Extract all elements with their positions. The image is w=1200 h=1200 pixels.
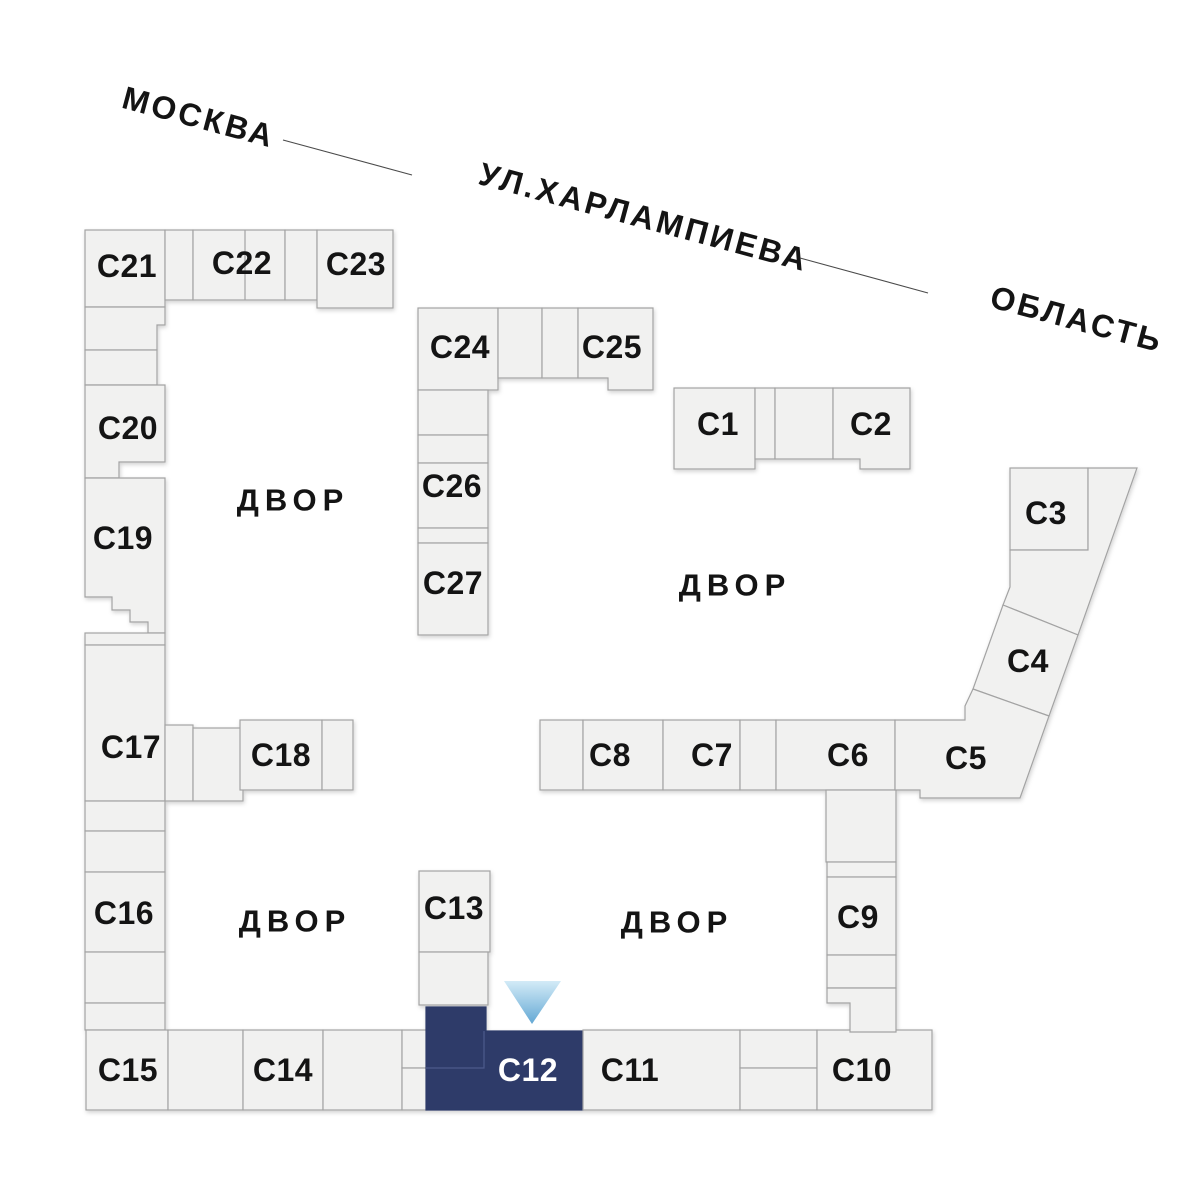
building-c1[interactable] <box>673 387 756 470</box>
building-segment <box>84 800 166 832</box>
building-label-c5: С5 <box>945 740 987 776</box>
building-c23[interactable] <box>316 229 394 309</box>
building-label-c19: С19 <box>93 520 153 556</box>
building-c22[interactable] <box>192 229 286 301</box>
building-c24[interactable] <box>417 307 499 391</box>
building-segment <box>826 861 897 878</box>
building-segment <box>417 389 489 436</box>
building-segment <box>497 307 543 379</box>
building-c13[interactable] <box>418 870 491 953</box>
building-segment <box>84 306 166 351</box>
building-label-c10: С10 <box>832 1052 892 1088</box>
building-segment <box>84 830 166 873</box>
building-c10[interactable] <box>816 1029 933 1111</box>
courtyard-labels: ДВОР ДВОР ДВОР ДВОР <box>237 483 792 940</box>
building-label-c9: С9 <box>837 899 879 935</box>
building-segment <box>739 1067 818 1111</box>
building-segment <box>401 1067 428 1111</box>
building-label-c7: С7 <box>691 737 733 773</box>
building-label-c20: С20 <box>98 410 158 446</box>
building-segment <box>84 951 166 1004</box>
building-label-c24: С24 <box>430 329 490 365</box>
building-segment <box>284 229 318 301</box>
building-c11[interactable] <box>582 1029 741 1111</box>
building-label-c3: С3 <box>1025 495 1067 531</box>
building-segment <box>322 1029 403 1111</box>
building-segment <box>418 951 489 1006</box>
building-label-c13: С13 <box>424 890 484 926</box>
building-c27[interactable] <box>417 542 489 636</box>
street-connector-line <box>799 257 929 294</box>
street-city-label: МОСКВА <box>119 79 280 154</box>
building-segment <box>401 1029 428 1069</box>
building-segment <box>417 527 489 544</box>
building-label-c1: С1 <box>697 406 739 442</box>
building-segment <box>826 987 897 1033</box>
building-divider-line <box>426 1031 485 1069</box>
building-segment <box>164 229 194 301</box>
building-segment <box>826 954 897 989</box>
building-label-c17: С17 <box>101 729 161 765</box>
building-segment <box>774 387 834 460</box>
building-c8[interactable] <box>582 719 664 791</box>
building-segment <box>541 307 579 379</box>
building-label-c26: С26 <box>422 468 482 504</box>
building-label-c11: С11 <box>601 1052 659 1088</box>
building-label-c27: С27 <box>423 565 483 601</box>
building-c6[interactable] <box>775 719 896 791</box>
building-segment <box>417 434 489 464</box>
building-segment <box>739 1029 818 1069</box>
building-label-c22: С22 <box>212 245 272 281</box>
building-segment <box>167 1029 244 1111</box>
building-c21[interactable] <box>84 229 166 308</box>
courtyard-label: ДВОР <box>237 483 350 518</box>
courtyard-label: ДВОР <box>239 904 352 939</box>
building-label-c18: С18 <box>251 737 311 773</box>
building-c18[interactable] <box>239 719 323 791</box>
building-c2[interactable] <box>832 387 911 470</box>
building-c17[interactable] <box>84 644 166 802</box>
building-c26[interactable] <box>417 462 489 529</box>
building-segment <box>84 349 158 386</box>
street-region-label: ОБЛАСТЬ <box>987 279 1168 360</box>
building-c7[interactable] <box>662 719 741 791</box>
building-label-c4: С4 <box>1007 643 1049 679</box>
building-c19[interactable] <box>84 477 166 634</box>
building-label-c12: С12 <box>498 1052 558 1088</box>
building-c15[interactable] <box>85 1029 169 1111</box>
building-c3[interactable] <box>1009 467 1089 551</box>
building-segment <box>739 719 777 791</box>
building-label-c25: С25 <box>582 329 642 365</box>
building-segment <box>84 632 166 646</box>
building-c25[interactable] <box>577 307 654 391</box>
building-c5[interactable] <box>894 688 1050 799</box>
building-label-c2: С2 <box>850 406 892 442</box>
building-label-c14: С14 <box>253 1052 313 1088</box>
building-label-c16: С16 <box>94 895 154 931</box>
courtyard-label: ДВОР <box>679 568 792 603</box>
building-label-c8: С8 <box>589 737 631 773</box>
street-connector-line <box>282 139 413 176</box>
building-segment <box>192 727 244 802</box>
building-segment <box>754 387 776 460</box>
building-segment <box>539 719 584 791</box>
selected-building-pointer-icon <box>504 981 561 1024</box>
building-segment <box>825 789 897 863</box>
courtyard-label: ДВОР <box>621 905 734 940</box>
building-segment <box>84 1002 166 1031</box>
street-name-label: УЛ.ХАРЛАМПИЕВА <box>475 156 813 279</box>
building-label-c21: С21 <box>97 248 157 284</box>
building-label-c6: С6 <box>827 737 869 773</box>
building-label-c15: С15 <box>98 1052 158 1088</box>
building-segment <box>321 719 354 791</box>
building-segment <box>164 724 194 802</box>
building-segment <box>1002 467 1138 636</box>
building-label-c23: С23 <box>326 246 386 282</box>
